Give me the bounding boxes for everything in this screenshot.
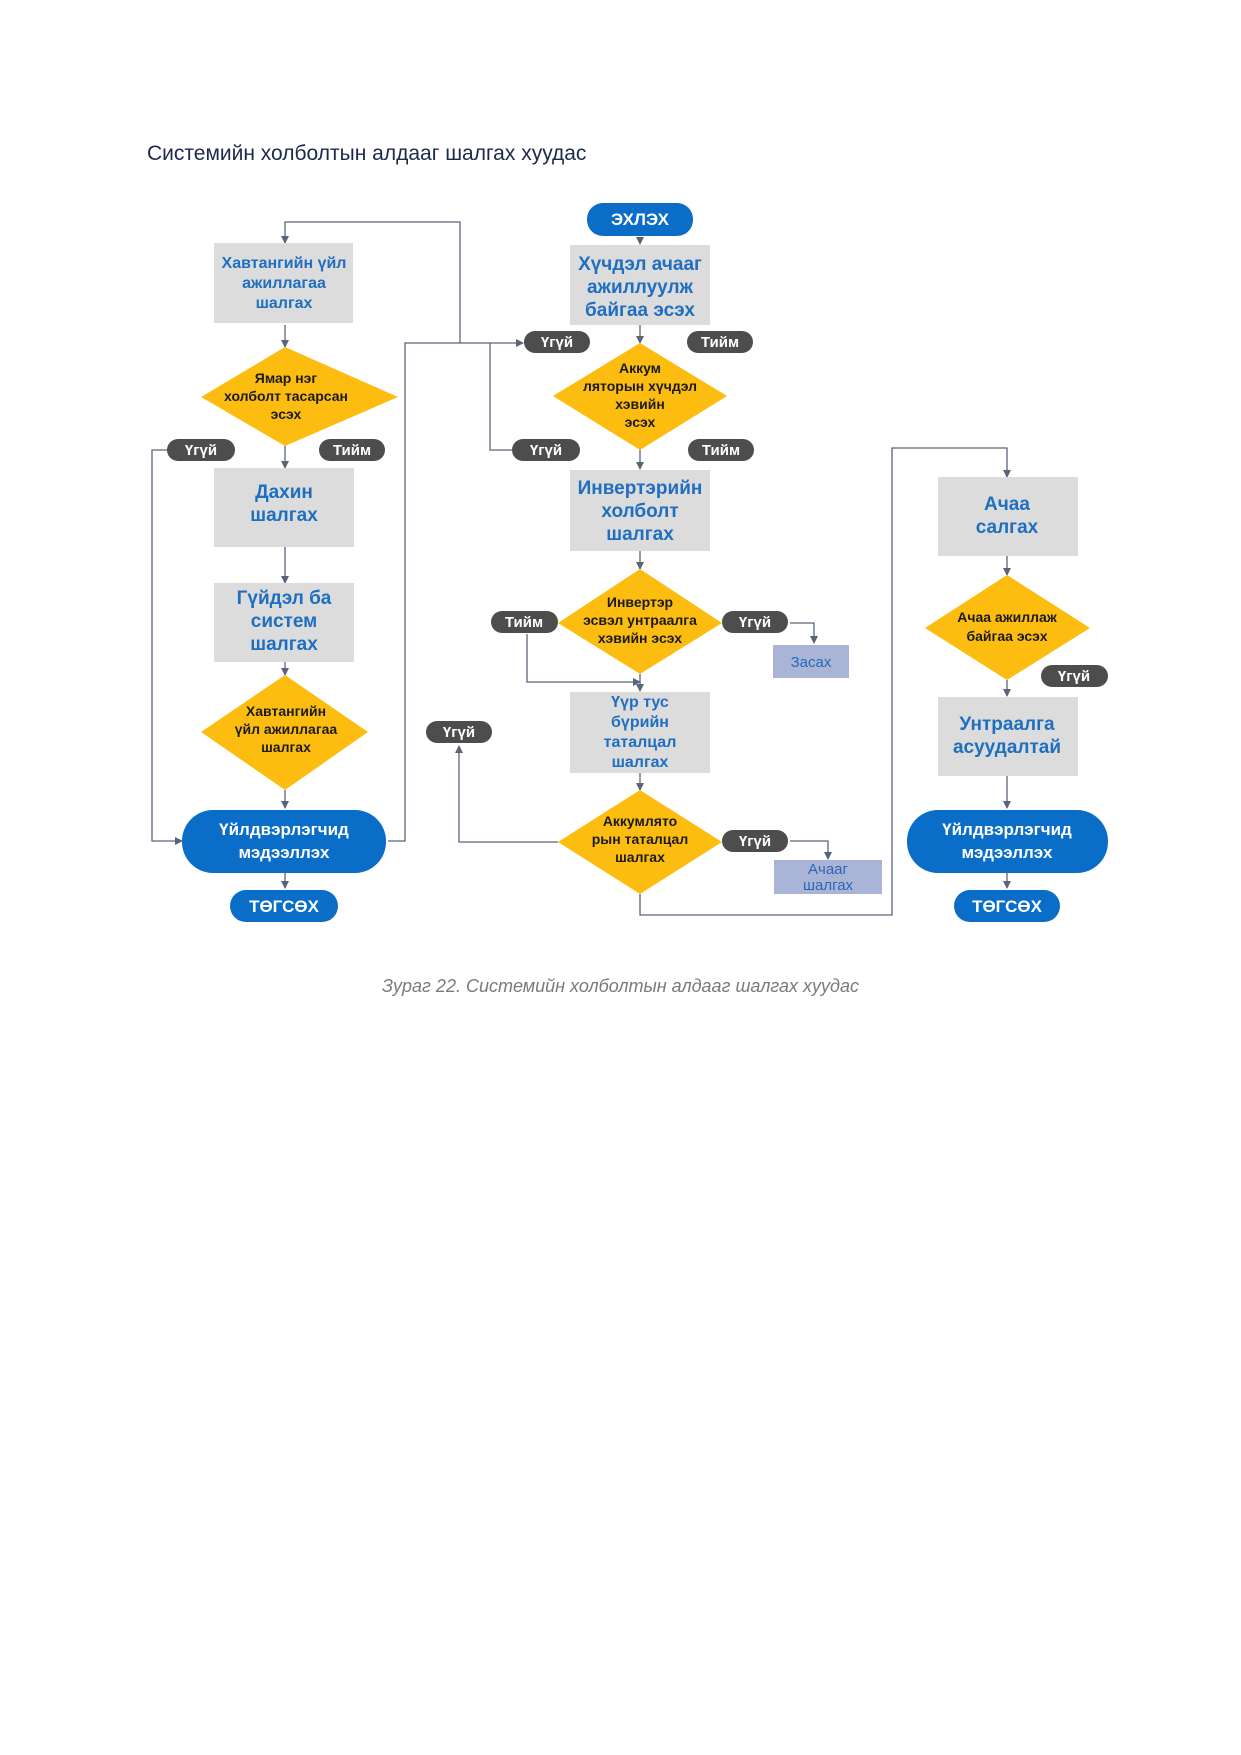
svg-text:Үгүй: Үгүй (739, 833, 771, 850)
process-inverter-connection: Инвертэрийн холболт шалгах (570, 470, 710, 551)
svg-text:хэвийн эсэх: хэвийн эсэх (598, 630, 682, 646)
svg-text:ляторын хүчдэл: ляторын хүчдэл (583, 378, 697, 394)
decision-panel: Хавтангийн үйл ажиллагаа шалгах (201, 675, 368, 790)
svg-text:Аккумлято: Аккумлято (603, 813, 677, 829)
svg-text:шалгах: шалгах (612, 754, 669, 771)
process-each-cable: Үүр тус бүрийн таталцал шалгах (570, 692, 710, 773)
flowchart: Хавтангийн үйл ажиллагаа шалгах Ямар нэг… (151, 203, 1108, 922)
decision-connection: Ямар нэг холболт тасарсан эсэх (201, 347, 398, 446)
label-no-4: Үгүй (722, 830, 788, 852)
decision-inverter: Инвертэр эсвэл унтраалга хэвийн эсэх (558, 569, 722, 674)
svg-text:холболт тасарсан: холболт тасарсан (224, 388, 348, 404)
label-yes-left: Тийм (319, 439, 385, 461)
process-switch-problem: Унтраалга асуудалтай (938, 697, 1078, 776)
svg-text:Ямар нэг: Ямар нэг (255, 370, 318, 386)
svg-text:Үгүй: Үгүй (443, 724, 475, 741)
label-no-1: Үгүй (524, 331, 590, 353)
svg-text:Гүйдэл ба: Гүйдэл ба (237, 588, 332, 609)
svg-text:Аккум: Аккум (619, 360, 661, 376)
svg-text:Үүр тус: Үүр тус (611, 694, 669, 711)
terminal-end-right: ТӨГСӨХ (954, 890, 1060, 922)
svg-text:шалгах: шалгах (250, 505, 318, 526)
label-no-right: Үгүй (1041, 665, 1108, 687)
svg-text:байгаа эсэх: байгаа эсэх (967, 628, 1048, 644)
svg-text:Хавтангийн: Хавтангийн (246, 703, 326, 719)
svg-text:үйл ажиллагаа: үйл ажиллагаа (235, 721, 338, 737)
figure-caption: Зураг 22. Системийн холболтын алдааг шал… (381, 976, 859, 996)
svg-text:асуудалтай: асуудалтай (953, 737, 1061, 758)
svg-text:Ачаа ажиллаж: Ачаа ажиллаж (957, 609, 1058, 625)
svg-text:Тийм: Тийм (702, 442, 740, 459)
label-yes-1: Тийм (687, 331, 753, 353)
svg-text:салгах: салгах (976, 517, 1039, 538)
page-heading: Системийн холболтын алдааг шалгах хуудас (147, 142, 587, 165)
decision-battery-cable: Аккумлято рын таталцал шалгах (558, 790, 722, 894)
label-yes-2: Тийм (688, 439, 754, 461)
svg-text:Инвертэрийн: Инвертэрийн (578, 478, 703, 499)
svg-text:Үйлдвэрлэгчид: Үйлдвэрлэгчид (942, 820, 1072, 839)
svg-text:ТӨГСӨХ: ТӨГСӨХ (249, 897, 320, 916)
label-no-left: Үгүй (167, 439, 235, 461)
svg-text:Үйлдвэрлэгчид: Үйлдвэрлэгчид (219, 820, 349, 839)
process-run-load: Хүчдэл ачааг ажиллуулж байгаа эсэх (570, 245, 710, 325)
label-no-2: Үгүй (512, 439, 580, 461)
svg-text:Тийм: Тийм (505, 614, 543, 631)
svg-text:Үгүй: Үгүй (185, 442, 217, 459)
label-yes-3: Тийм (491, 611, 558, 633)
terminal-notify-right: Үйлдвэрлэгчид мэдээллэх (907, 810, 1108, 873)
svg-text:Засах: Засах (791, 654, 832, 671)
svg-text:Тийм: Тийм (701, 334, 739, 351)
svg-text:шалгах: шалгах (803, 877, 854, 894)
terminal-start: ЭХЛЭХ (587, 203, 693, 236)
svg-text:мэдээллэх: мэдээллэх (962, 843, 1053, 862)
label-no-3: Үгүй (722, 611, 788, 633)
svg-text:Хүчдэл ачааг: Хүчдэл ачааг (578, 254, 702, 275)
box-text: ажиллагаа (242, 275, 326, 292)
decision-battery-voltage: Аккум ляторын хүчдэл хэвийн эсэх (553, 343, 727, 450)
svg-text:Ачааг: Ачааг (808, 861, 849, 878)
svg-text:рын таталцал: рын таталцал (592, 831, 689, 847)
connectors (151, 221, 1011, 916)
svg-text:эсвэл унтраалга: эсвэл унтраалга (583, 612, 697, 628)
svg-text:ажиллуулж: ажиллуулж (587, 277, 694, 298)
svg-text:ЭХЛЭХ: ЭХЛЭХ (611, 210, 670, 229)
svg-text:Үгүй: Үгүй (541, 334, 573, 351)
svg-text:Үгүй: Үгүй (1058, 668, 1090, 685)
svg-text:мэдээллэх: мэдээллэх (239, 843, 330, 862)
decision-load-working: Ачаа ажиллаж байгаа эсэх (925, 575, 1090, 680)
process-current-system: Гүйдэл ба систем шалгах (214, 583, 354, 662)
box-text: шалгах (256, 295, 313, 312)
svg-text:эсэх: эсэх (625, 414, 656, 430)
fix-box: Засах (773, 645, 849, 678)
svg-text:шалгах: шалгах (261, 739, 311, 755)
svg-text:шалгах: шалгах (606, 524, 674, 545)
process-disconnect-load: Ачаа салгах (938, 477, 1078, 556)
svg-text:холболт: холболт (601, 501, 678, 522)
svg-text:Ачаа: Ачаа (984, 494, 1030, 515)
svg-text:Үгүй: Үгүй (530, 442, 562, 459)
svg-text:шалгах: шалгах (615, 849, 665, 865)
process-recheck: Дахин шалгах (214, 468, 354, 547)
terminal-end-left: ТӨГСӨХ (230, 890, 338, 922)
terminal-notify-left: Үйлдвэрлэгчид мэдээллэх (182, 810, 386, 873)
svg-text:Унтраалга: Унтраалга (959, 714, 1055, 735)
svg-text:шалгах: шалгах (250, 634, 318, 655)
svg-text:Үгүй: Үгүй (739, 614, 771, 631)
svg-text:бүрийн: бүрийн (611, 714, 669, 731)
svg-text:систем: систем (251, 611, 318, 632)
load-check-box: Ачааг шалгах (774, 860, 882, 894)
label-no-side: Үгүй (426, 721, 492, 743)
svg-text:байгаа эсэх: байгаа эсэх (585, 300, 695, 321)
process-check-panel: Хавтангийн үйл ажиллагаа шалгах (214, 243, 353, 323)
svg-text:таталцал: таталцал (604, 734, 677, 751)
svg-text:ТӨГСӨХ: ТӨГСӨХ (972, 897, 1043, 916)
box-text: Хавтангийн үйл (222, 255, 347, 272)
svg-text:Инвертэр: Инвертэр (607, 594, 673, 610)
svg-text:эсэх: эсэх (271, 406, 302, 422)
svg-text:хэвийн: хэвийн (615, 396, 665, 412)
svg-text:Дахин: Дахин (255, 482, 313, 503)
svg-text:Тийм: Тийм (333, 442, 371, 459)
